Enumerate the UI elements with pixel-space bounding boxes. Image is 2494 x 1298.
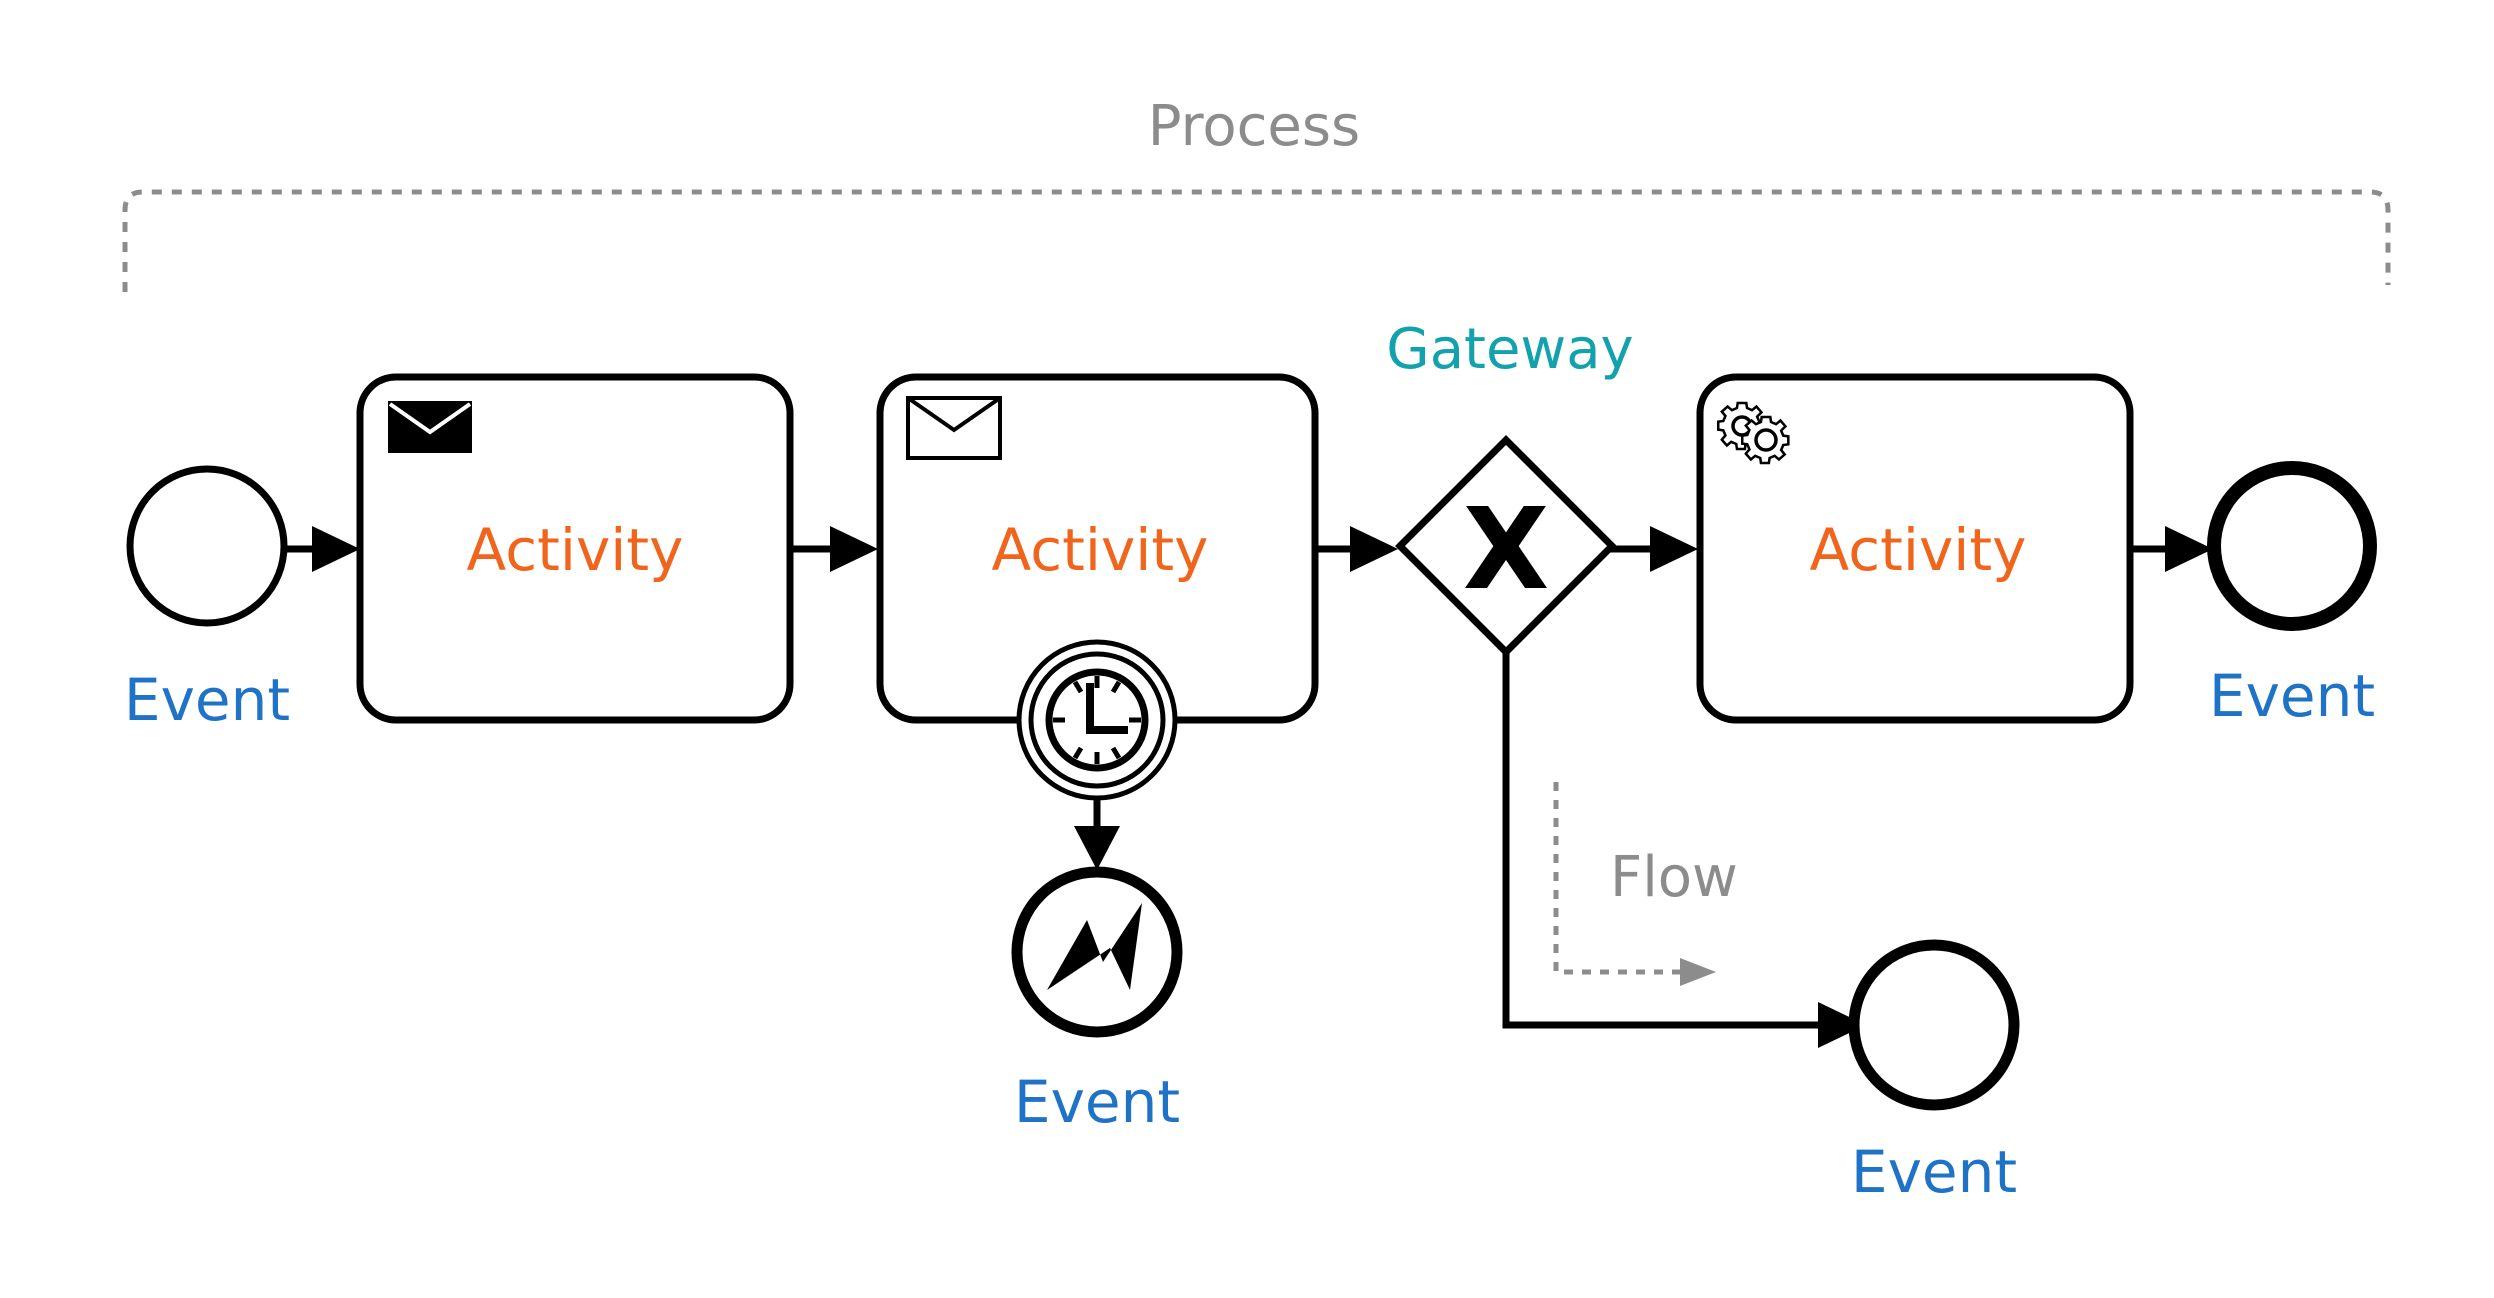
start-event[interactable] (126, 465, 288, 627)
gear-icon (1716, 401, 1790, 465)
sequence-flow-gateway-to-branch-end (1502, 650, 1866, 1048)
activity-send-task[interactable] (356, 373, 794, 724)
exclusive-gateway[interactable] (1395, 435, 1617, 657)
activity-receive-task[interactable] (876, 373, 1319, 724)
flow-annotation-arrow (1553, 782, 1716, 986)
receive-message-icon (906, 396, 1002, 460)
sequence-flow-gateway-to-activity3 (1610, 526, 1698, 572)
activity-service-task[interactable] (1696, 373, 2134, 724)
boundary-timer-event[interactable] (1016, 639, 1178, 801)
activity-send-label: Activity (467, 516, 684, 584)
gateway-label: Gateway (1386, 317, 1633, 382)
process-bracket (122, 189, 2391, 292)
branch-end-event[interactable] (1848, 939, 2020, 1111)
start-event-label: Event (124, 666, 290, 734)
sequence-flow-activity2-to-gateway (1315, 526, 1398, 572)
error-end-event[interactable] (1011, 866, 1183, 1038)
gateway-x-icon: X (1463, 485, 1549, 615)
main-end-event-label: Event (2209, 662, 2375, 730)
sequence-flow-start-to-activity1 (285, 526, 360, 572)
error-event-label: Event (1014, 1068, 1180, 1136)
flow-label: Flow (1610, 845, 1738, 910)
activity-service-label: Activity (1810, 516, 2027, 584)
lightning-error-icon (1047, 903, 1142, 990)
sequence-flow-activity3-to-end (2130, 526, 2213, 572)
main-end-event[interactable] (2207, 461, 2377, 631)
process-label: Process (1148, 94, 1360, 159)
sequence-flow-activity1-to-activity2 (790, 526, 878, 572)
activity-receive-label: Activity (992, 516, 1209, 584)
clock-icon (1045, 668, 1149, 772)
sequence-flow-timer-to-error (1074, 798, 1120, 870)
branch-end-event-label: Event (1851, 1138, 2017, 1206)
send-message-icon (388, 401, 472, 453)
